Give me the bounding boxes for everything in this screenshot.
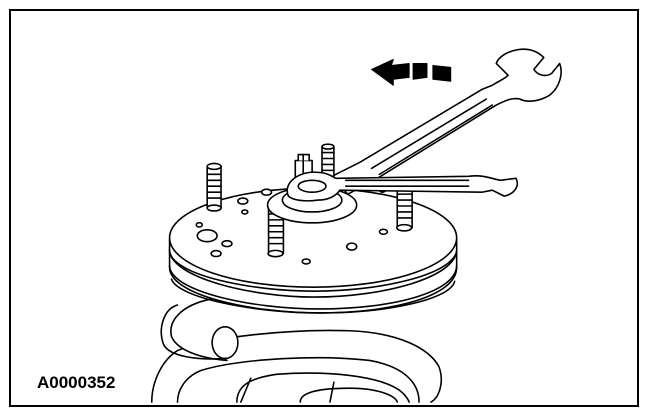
arrow-left-dashed-icon [371,59,452,86]
figure-id-label: A0000352 [37,373,116,392]
strut-wrench-illustration [150,48,562,403]
coil-spring [150,298,443,403]
strut-mount [168,187,458,314]
box-end-wrench [286,171,519,202]
figure-frame: A0000352 [9,9,639,407]
